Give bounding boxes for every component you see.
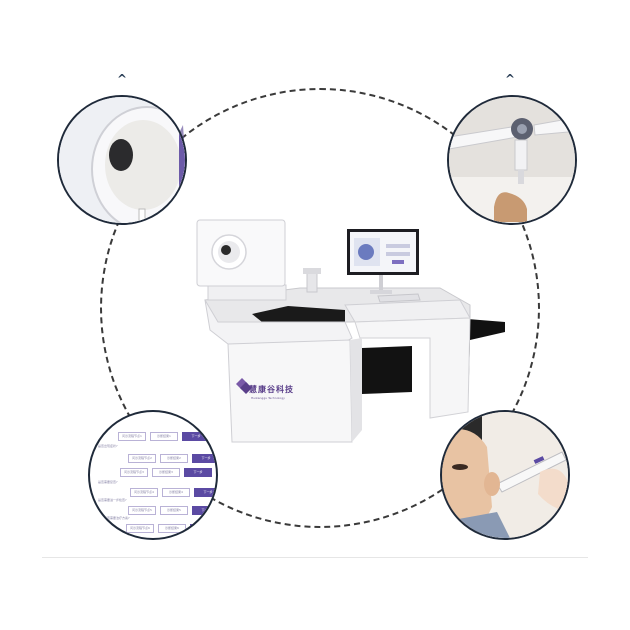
flow-row: 问诊流程节点1 诊断结果1 下一步: [118, 431, 210, 441]
flow-node: 下一步: [184, 467, 212, 477]
flow-node: 诊断结果4: [162, 487, 190, 497]
flow-node: 下一步: [192, 505, 216, 515]
dashed-circle-ring: [100, 88, 540, 528]
flow-node: 诊断结果6: [158, 523, 186, 533]
flow-note: 是否需要治疗方案?: [104, 516, 130, 520]
brand-name: 慧康谷科技: [249, 384, 294, 394]
flow-node: 下一步: [194, 487, 216, 497]
flow-node: 诊断结果2: [160, 453, 188, 463]
aperture-closeup-bubble: [57, 95, 187, 225]
flow-node: 下一步: [182, 431, 210, 441]
flow-note: 是否需要进一步检查?: [98, 498, 127, 502]
flow-node: 诊断结果1: [150, 431, 178, 441]
flow-node: 问诊流程节点1: [118, 431, 146, 441]
flow-node: 诊断结果5: [160, 505, 188, 515]
ear-exam-photo: [442, 412, 568, 538]
flow-row: 问诊流程节点6 诊断结果6 下一步: [126, 523, 216, 533]
caret-up-icon: ^: [505, 72, 516, 86]
caret-up-icon: ^: [117, 72, 128, 86]
flow-row: 问诊流程节点4 诊断结果4 下一步: [130, 487, 216, 497]
brand-tagline: Huikanggu Technology: [251, 396, 285, 400]
aperture-closeup-image: [59, 97, 185, 223]
flow-node: 问诊流程节点2: [128, 453, 156, 463]
flow-row: 问诊流程节点3 诊断结果3 下一步: [120, 467, 212, 477]
divider-line: [42, 557, 588, 558]
flow-node: 诊断结果3: [152, 467, 180, 477]
robotic-arm-bubble: [447, 95, 577, 225]
flow-row: 问诊流程节点2 诊断结果2 下一步: [128, 453, 216, 463]
flow-node: 下一步: [190, 523, 216, 533]
flow-node: 下一步: [192, 453, 216, 463]
flow-note: 是否需要复查?: [98, 480, 118, 484]
flow-row: 问诊流程节点5 诊断结果5 下一步: [128, 505, 216, 515]
ear-exam-photo-bubble: [440, 410, 570, 540]
robotic-arm-image: [449, 97, 575, 223]
flow-node: 问诊流程节点5: [128, 505, 156, 515]
flow-node: 问诊流程节点4: [130, 487, 158, 497]
flow-node: 问诊流程节点3: [120, 467, 148, 477]
flow-node: 问诊流程节点6: [126, 523, 154, 533]
flow-note: 是否出现症状?: [98, 444, 118, 448]
flowchart-bubble: 问诊流程节点1 诊断结果1 下一步 是否出现症状? 问诊流程节点2 诊断结果2 …: [88, 410, 218, 540]
